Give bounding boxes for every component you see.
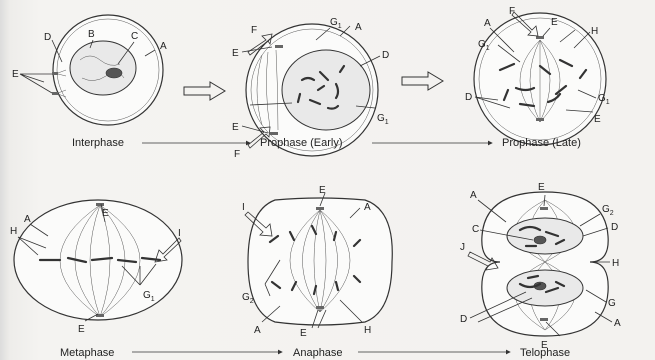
label-D: D (611, 222, 618, 233)
caption-anaphase: Anaphase (293, 347, 343, 359)
label-H: H (612, 258, 619, 269)
label-D: D (460, 314, 467, 325)
caption-prophase-late: Prophase (Late) (502, 137, 581, 149)
caption-interphase: Interphase (72, 137, 124, 149)
label-B: B (88, 29, 95, 40)
label-C: C (131, 31, 138, 42)
label-E: E (102, 208, 109, 219)
telophase-cell: A E G2 D C J H G D A E (460, 182, 621, 351)
label-A: A (355, 22, 362, 33)
label-G: G (608, 298, 616, 309)
label-D: D (44, 32, 51, 43)
label-A: A (24, 214, 31, 225)
label-D: D (382, 50, 389, 61)
label-E: E (12, 69, 19, 80)
label-A: A (160, 41, 167, 52)
prophase-late-cell: A F E H G1 G1 D E (465, 6, 610, 145)
label-D: D (465, 92, 472, 103)
hollow-arrow-2 (402, 72, 443, 90)
label-G2: G2 (602, 204, 614, 217)
label-A: A (614, 318, 621, 329)
label-E: E (78, 324, 85, 335)
label-E: E (551, 17, 558, 28)
label-H: H (10, 226, 17, 237)
anaphase-cell: E I A G2 A E H (242, 185, 392, 339)
label-E: E (232, 48, 239, 59)
label-C: C (472, 224, 479, 235)
label-A: A (470, 190, 477, 201)
label-H: H (591, 26, 598, 37)
label-H: H (364, 325, 371, 336)
label-J: J (460, 242, 465, 253)
hollow-arrow-1 (184, 82, 225, 100)
nucleolus (106, 68, 122, 78)
interphase-cell: D B C A E (12, 15, 167, 125)
label-A: A (364, 202, 371, 213)
label-E: E (538, 182, 545, 193)
caption-telophase: Telophase (520, 347, 570, 359)
caption-prophase-early: Prophase (Early) (260, 137, 343, 149)
label-E: E (232, 122, 239, 133)
label-A: A (254, 325, 261, 336)
label-G1: G1 (377, 113, 389, 126)
label-E: E (319, 185, 326, 196)
label-E: E (300, 328, 307, 339)
label-I: I (242, 202, 245, 213)
metaphase-cell: H A E I G1 E (10, 200, 182, 335)
label-A: A (484, 18, 491, 29)
label-F: F (251, 25, 257, 36)
label-F: F (234, 149, 240, 160)
caption-metaphase: Metaphase (60, 347, 114, 359)
label-F: F (509, 6, 515, 17)
label-I: I (178, 228, 181, 239)
label-E: E (594, 114, 601, 125)
